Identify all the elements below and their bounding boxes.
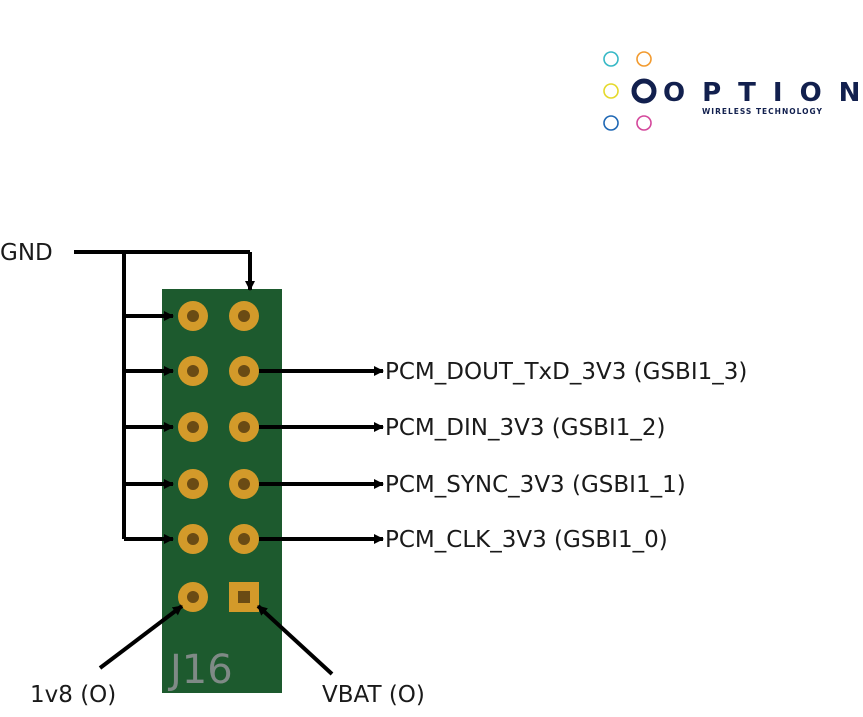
logo-dot-6: [637, 116, 651, 130]
logo-tagline: WIRELESS TECHNOLOGY: [702, 107, 823, 116]
pin-9: [178, 524, 208, 554]
logo-dot-1: [604, 52, 618, 66]
logo-dot-4: [634, 81, 654, 101]
pin-1: [178, 301, 208, 331]
pin-2: [229, 301, 259, 331]
label-pcm-din: PCM_DIN_3V3 (GSBI1_2): [385, 415, 665, 441]
label-pcm-sync: PCM_SYNC_3V3 (GSBI1_1): [385, 472, 686, 498]
pin-7: [178, 469, 208, 499]
pin-3: [178, 356, 208, 386]
pin-5: [178, 412, 208, 442]
label-vbat: VBAT (O): [322, 682, 425, 708]
logo-dot-5: [604, 116, 618, 130]
pin-4: [229, 356, 259, 386]
label-pcm-dout: PCM_DOUT_TxD_3V3 (GSBI1_3): [385, 359, 747, 385]
logo-dot-2: [637, 52, 651, 66]
connector-designator: J16: [167, 647, 233, 693]
pin-10: [229, 524, 259, 554]
option-logo: OPTION WIRELESS TECHNOLOGY: [604, 52, 863, 130]
logo-wordmark: OPTION: [663, 78, 863, 108]
pin-6: [229, 412, 259, 442]
label-pcm-clk: PCM_CLK_3V3 (GSBI1_0): [385, 527, 668, 553]
label-1v8: 1v8 (O): [30, 682, 116, 708]
pin-8: [229, 469, 259, 499]
logo-dot-3: [604, 84, 618, 98]
gnd-label: GND: [0, 240, 53, 266]
pin-12-square: [229, 582, 259, 612]
